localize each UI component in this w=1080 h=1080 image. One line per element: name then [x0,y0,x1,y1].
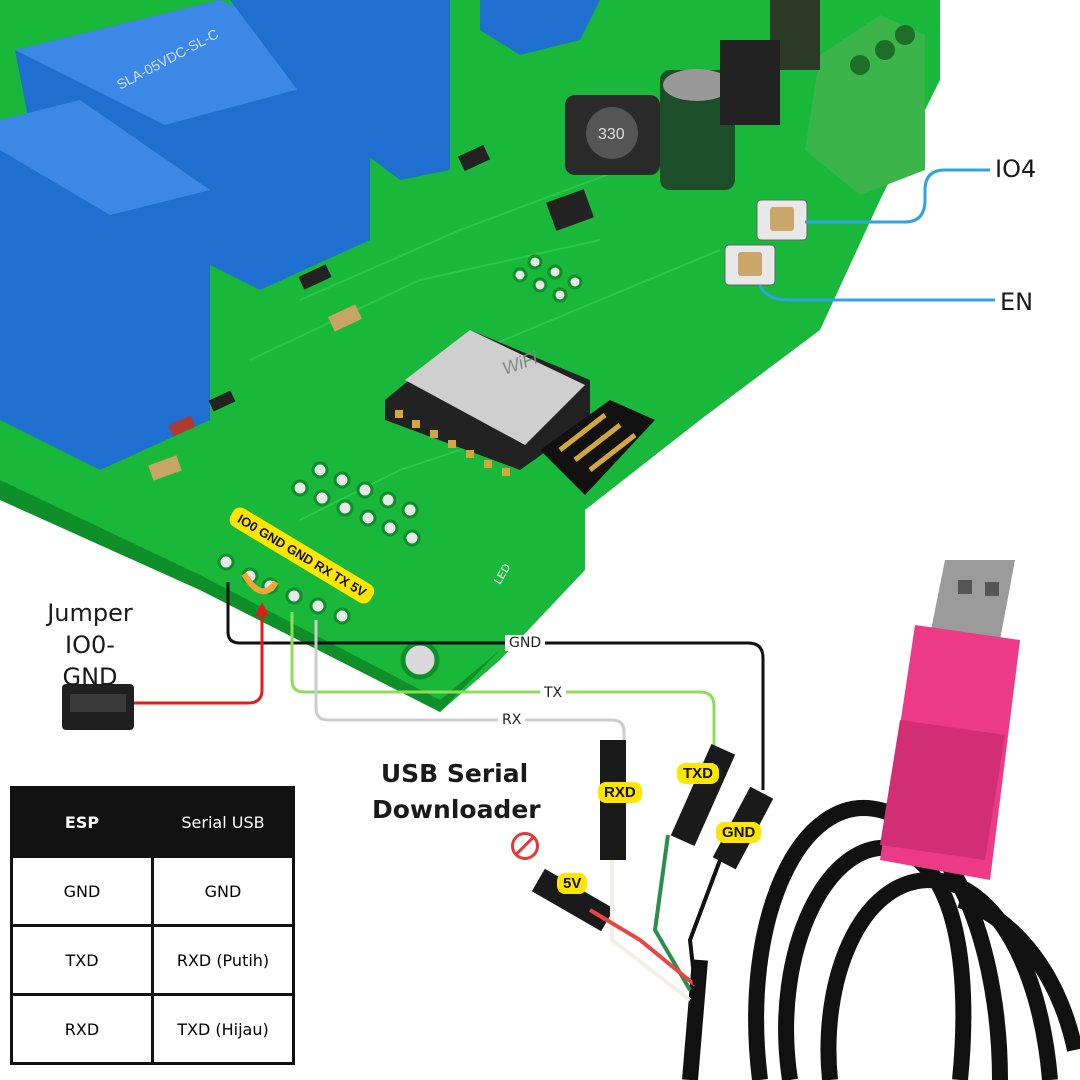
en-button [724,244,776,286]
table-cell: TXD [10,924,154,996]
rxd-tag: RXD [598,782,642,803]
esp-module: WiFi [385,330,655,495]
downloader-label: USB Serial Downloader [372,756,541,828]
inductor: 330 [565,95,660,175]
prohibited-icon [511,832,539,860]
relay [0,100,210,470]
capacitor [660,69,735,190]
io4-label: IO4 [995,155,1037,183]
5v-tag: 5V [557,873,588,894]
voltage-regulator [720,40,780,125]
downloader-label-line2: Downloader [372,795,541,824]
terminal-block [805,15,925,195]
table-cell: RXD (Putih) [151,924,295,996]
table-cell: TXD (Hijau) [151,993,295,1065]
table-row: RXD TXD (Hijau) [10,993,295,1065]
jumper-label-line2: IO0-GND [62,631,118,691]
jumper-line [130,610,264,705]
usb-adapter [880,560,1020,880]
header-pins [291,254,583,547]
5v-connector [531,868,615,932]
gnd-tag: GND [716,822,762,843]
table-row: GND GND [10,855,295,927]
table-cell: GND [10,855,154,927]
signal-wires [588,834,722,1002]
programming-header [217,553,351,625]
relay [230,0,450,180]
jumper-arrow-head [255,602,269,616]
en-label: EN [1000,288,1034,316]
gnd-wire-label: GND [505,635,546,651]
jumper-component [62,684,134,730]
rx-wire [314,620,626,744]
txd-tag: TXD [677,763,719,784]
io4-button [756,199,808,241]
gnd-wire [226,582,765,790]
en-callout-line [758,284,995,302]
tx-wire-label: TX [540,685,567,701]
downloader-label-line1: USB Serial [380,759,529,788]
smd-components [148,144,594,481]
io4-callout-line [805,168,990,224]
jumper-label: Jumper IO0-GND [40,597,140,693]
table-header-esp: ESP [10,786,154,858]
table-cell: GND [151,855,295,927]
relay [480,0,600,55]
table-header-serial-usb: Serial USB [151,786,295,858]
pin-mapping-table: ESP Serial USB GND GND TXD RXD (Putih) R… [10,786,295,1065]
jumper-link [241,572,279,595]
table-row: TXD RXD (Putih) [10,924,295,996]
inductor-marking: 330 [598,126,625,143]
table-cell: RXD [10,993,154,1065]
tx-wire [290,612,716,752]
table-header-row: ESP Serial USB [10,786,295,858]
txd-connector [670,744,736,846]
jumper-label-line1: Jumper [47,599,133,627]
rx-wire-label: RX [498,712,526,728]
